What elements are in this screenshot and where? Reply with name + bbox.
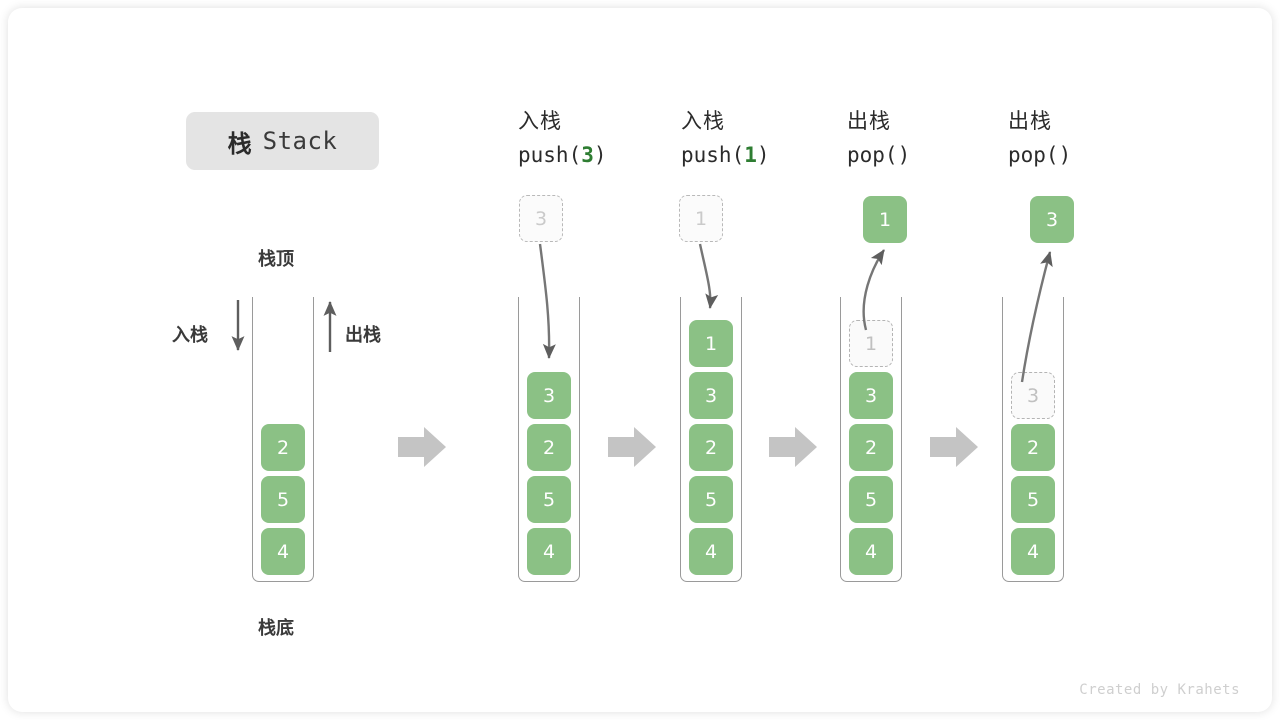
- op-prefix: pop(: [1008, 143, 1059, 167]
- stack-element: 1: [689, 320, 733, 367]
- stack-element: 4: [689, 528, 733, 575]
- op-suffix: ): [1058, 143, 1072, 167]
- stack-container-step-4: [1002, 297, 1064, 582]
- stack-element: 4: [849, 528, 893, 575]
- op-suffix: ): [897, 143, 911, 167]
- stack-element: 4: [527, 528, 571, 575]
- stack-element: 3: [849, 372, 893, 419]
- stack-element: 2: [1011, 424, 1055, 471]
- stack-element: 5: [849, 476, 893, 523]
- title-badge: 栈 Stack: [186, 112, 379, 170]
- step-op-cn: 入栈: [518, 109, 562, 133]
- stack-element: 2: [261, 424, 305, 471]
- push-direction-label: 入栈: [172, 325, 208, 346]
- step-op-code: push(3): [518, 140, 678, 170]
- op-suffix: ): [593, 143, 607, 167]
- footer-credit: Created by Krahets: [1079, 682, 1240, 698]
- floating-element-push-1: 1: [679, 195, 723, 242]
- stack-element: 4: [1011, 528, 1055, 575]
- step-op-cn: 出栈: [847, 109, 891, 133]
- stack-element: 3: [689, 372, 733, 419]
- step-op-cn: 入栈: [681, 109, 725, 133]
- stack-element: 3: [527, 372, 571, 419]
- step-op-cn: 出栈: [1008, 109, 1052, 133]
- op-suffix: ): [756, 143, 770, 167]
- stack-container-step-2: [680, 297, 742, 582]
- title-en: Stack: [262, 127, 338, 155]
- stack-element: 2: [527, 424, 571, 471]
- step-header-pop-3: 出栈 pop(): [1008, 106, 1168, 170]
- stack-element: 4: [261, 528, 305, 575]
- step-header-push-1: 入栈 push(1): [681, 106, 841, 170]
- popped-element-3: 3: [1030, 196, 1074, 243]
- step-op-code: pop(): [847, 140, 1007, 170]
- stack-element: 2: [849, 424, 893, 471]
- op-prefix: pop(: [847, 143, 898, 167]
- step-header-push-3: 入栈 push(3): [518, 106, 678, 170]
- stack-top-label: 栈顶: [258, 249, 294, 270]
- stack-element: 5: [527, 476, 571, 523]
- stack-container-step-3: [840, 297, 902, 582]
- stack-bottom-label: 栈底: [258, 618, 294, 639]
- step-op-code: pop(): [1008, 140, 1168, 170]
- step-header-pop-1: 出栈 pop(): [847, 106, 1007, 170]
- stack-element: 5: [1011, 476, 1055, 523]
- stack-element: 2: [689, 424, 733, 471]
- ghost-stack-element: 1: [849, 320, 893, 367]
- stack-container-step-1: [518, 297, 580, 582]
- op-arg: 1: [744, 143, 757, 167]
- title-cn: 栈: [227, 129, 253, 158]
- op-prefix: push(: [518, 143, 582, 167]
- stack-element: 5: [261, 476, 305, 523]
- step-op-code: push(1): [681, 140, 841, 170]
- popped-element-1: 1: [863, 196, 907, 243]
- op-arg: 3: [581, 143, 594, 167]
- op-prefix: push(: [681, 143, 745, 167]
- stack-container-initial: [252, 297, 314, 582]
- pop-direction-label: 出栈: [345, 325, 381, 346]
- ghost-stack-element: 3: [1011, 372, 1055, 419]
- stack-element: 5: [689, 476, 733, 523]
- floating-element-push-3: 3: [519, 195, 563, 242]
